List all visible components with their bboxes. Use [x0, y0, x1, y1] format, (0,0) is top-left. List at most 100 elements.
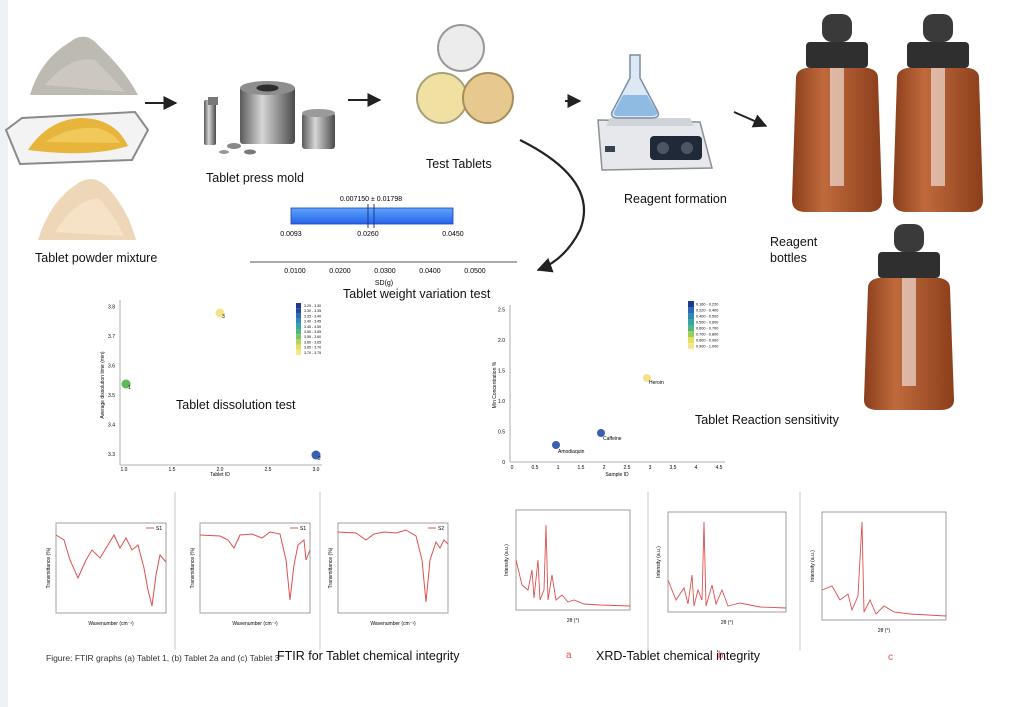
- dissolution-legend-swatch: [296, 323, 301, 329]
- ftir-b-y-label: Transmittance (%): [190, 547, 196, 588]
- dissolution-y-tick-label: 3.3: [108, 452, 115, 458]
- reaction-x-tick-label: 1.5: [578, 465, 585, 471]
- dissolution-legend-label: 3.50 - 3.55: [304, 330, 321, 334]
- xrd-b-y-label: Intensity (a.u.): [656, 546, 662, 578]
- dissolution-x-label: Tablet ID: [210, 472, 230, 478]
- reaction-y-ticks: 00.51.01.52.02.5: [498, 308, 505, 467]
- dissolution-legend-label: 3.55 - 3.60: [304, 335, 321, 339]
- label-reaction-sensitivity: Tablet Reaction sensitivity: [695, 413, 839, 427]
- reaction-y-tick-label: 0.5: [498, 430, 505, 436]
- dissolution-y-tick-label: 3.5: [108, 393, 115, 399]
- arrow-4: [733, 111, 768, 128]
- label-reagent-bottles-line1: Reagent: [770, 235, 818, 249]
- reaction-x-tick-label: 3.5: [670, 465, 677, 471]
- ftir-figure-caption: Figure: FTIR graphs (a) Tablet 1, (b) Ta…: [46, 653, 280, 663]
- weight-axis-tick-label: 0.0200: [329, 268, 351, 275]
- xrd-panel-b: [667, 511, 787, 613]
- reaction-legend-swatch: [688, 319, 694, 325]
- xrd-c-y-label: Intensity (a.u.): [810, 550, 816, 582]
- weight-box-label-mid: 0.0260: [357, 231, 379, 238]
- label-reagent-bottles: Reagent bottles: [770, 234, 817, 266]
- dissolution-legend-swatch: [296, 349, 301, 355]
- label-tablet-press-mold: Tablet press mold: [206, 171, 304, 185]
- weight-mean-label: 0.007150 ± 0.01798: [340, 196, 402, 203]
- weight-axis-tick-label: 0.0300: [374, 268, 396, 275]
- xrd-panel-a: [515, 509, 631, 611]
- dissolution-legend-swatch: [296, 308, 301, 314]
- dissolution-legend-swatch: [296, 318, 301, 324]
- weight-axis-tick-label: 0.0500: [464, 268, 486, 275]
- label-test-tablets: Test Tablets: [426, 157, 492, 171]
- weight-axis-tick-label: 0.0400: [419, 268, 441, 275]
- reaction-x-tick-label: 4: [695, 465, 698, 471]
- ftir-a-legend: S1: [156, 526, 162, 532]
- reaction-legend-label: 0.700 - 0.800: [696, 333, 718, 337]
- tablet-press-mold: [204, 81, 335, 155]
- label-reagent-bottles-line2: bottles: [770, 251, 807, 265]
- reaction-x-tick-label: 2.5: [624, 465, 631, 471]
- reagent-bottle-3: [864, 224, 954, 410]
- xrd-letter-c: c: [888, 652, 893, 663]
- dissolution-legend-label: 3.40 - 3.45: [304, 320, 321, 324]
- weight-box-label-max: 0.0450: [442, 231, 464, 238]
- dissolution-point-label-1: 1: [128, 385, 131, 391]
- reaction-legend-swatch: [688, 307, 694, 313]
- reaction-x-tick-label: 0.5: [532, 465, 539, 471]
- dissolution-legend-label: 3.70 - 3.75: [304, 351, 321, 355]
- dissolution-point-3: [215, 308, 225, 318]
- reaction-legend-swatch: [688, 325, 694, 331]
- dissolution-x-tick-label: 1.5: [169, 467, 176, 473]
- label-weight-variation-test: Tablet weight variation test: [343, 287, 491, 301]
- dissolution-legend-swatch: [296, 313, 301, 319]
- label-xrd-integrity: XRD-Tablet chemical integrity: [596, 649, 760, 663]
- dissolution-legend-label: 3.30 - 3.35: [304, 309, 321, 313]
- xrd-a-y-label: Intensity (a.u.): [504, 544, 510, 576]
- reaction-point-caffeine: [597, 429, 605, 437]
- reaction-point-label-amodiaquin: Amodiaquin: [558, 449, 585, 455]
- reaction-point-amodiaquin: [552, 441, 560, 449]
- dissolution-legend-label: 3.35 - 3.40: [304, 314, 321, 318]
- dissolution-y-label: Average dissolution time (min): [100, 351, 106, 418]
- reaction-legend-label: 0.220 - 0.400: [696, 309, 718, 313]
- reaction-y-label: Min Concentration %: [492, 361, 498, 408]
- dissolution-legend: 3.29 - 3.303.30 - 3.353.35 - 3.403.40 - …: [296, 303, 321, 355]
- dissolution-point-label-3: 3: [222, 314, 225, 320]
- reaction-point-label-caffeine: Caffeine: [603, 436, 622, 442]
- reaction-x-tick-label: 4.5: [716, 465, 723, 471]
- dissolution-x-tick-label: 2.0: [217, 467, 224, 473]
- xrd-panel-c: [821, 511, 947, 621]
- dissolution-y-tick-label: 3.4: [108, 423, 115, 429]
- left-border: [0, 0, 8, 707]
- ftir-panel-b: [199, 522, 311, 614]
- label-ftir-integrity: FTIR for Tablet chemical integrity: [277, 649, 460, 663]
- reaction-legend-label: 0.800 - 0.900: [696, 339, 718, 343]
- xrd-c-x-label: 2θ (°): [878, 628, 891, 634]
- weight-axis-tick-label: 0.0100: [284, 268, 306, 275]
- dissolution-legend-swatch: [296, 329, 301, 335]
- arrow-curved: [519, 139, 585, 273]
- dissolution-y-tick-label: 3.8: [108, 305, 115, 311]
- dissolution-legend-swatch: [296, 303, 301, 309]
- reagent-bottle-2: [893, 14, 983, 212]
- dissolution-x-tick-label: 1.0: [121, 467, 128, 473]
- reaction-legend-swatch: [688, 313, 694, 319]
- reaction-point-label-heroin: Heroin: [649, 380, 664, 386]
- label-dissolution-test: Tablet dissolution test: [176, 398, 296, 412]
- ftir-panel-a: [55, 522, 167, 614]
- reaction-x-tick-label: 2: [603, 465, 606, 471]
- reaction-legend-label: 0.500 - 0.600: [696, 321, 718, 325]
- powder-yellow-tray: [4, 110, 150, 166]
- reaction-legend-swatch: [688, 331, 694, 337]
- reaction-legend-label: 0.400 - 0.500: [696, 315, 718, 319]
- powder-beige-pile: [38, 179, 136, 240]
- reagent-bottle-1: [792, 14, 882, 212]
- dissolution-x-tick-label: 3.0: [313, 467, 320, 473]
- ftir-b-x-label: Wavenumber (cm⁻¹): [232, 621, 278, 627]
